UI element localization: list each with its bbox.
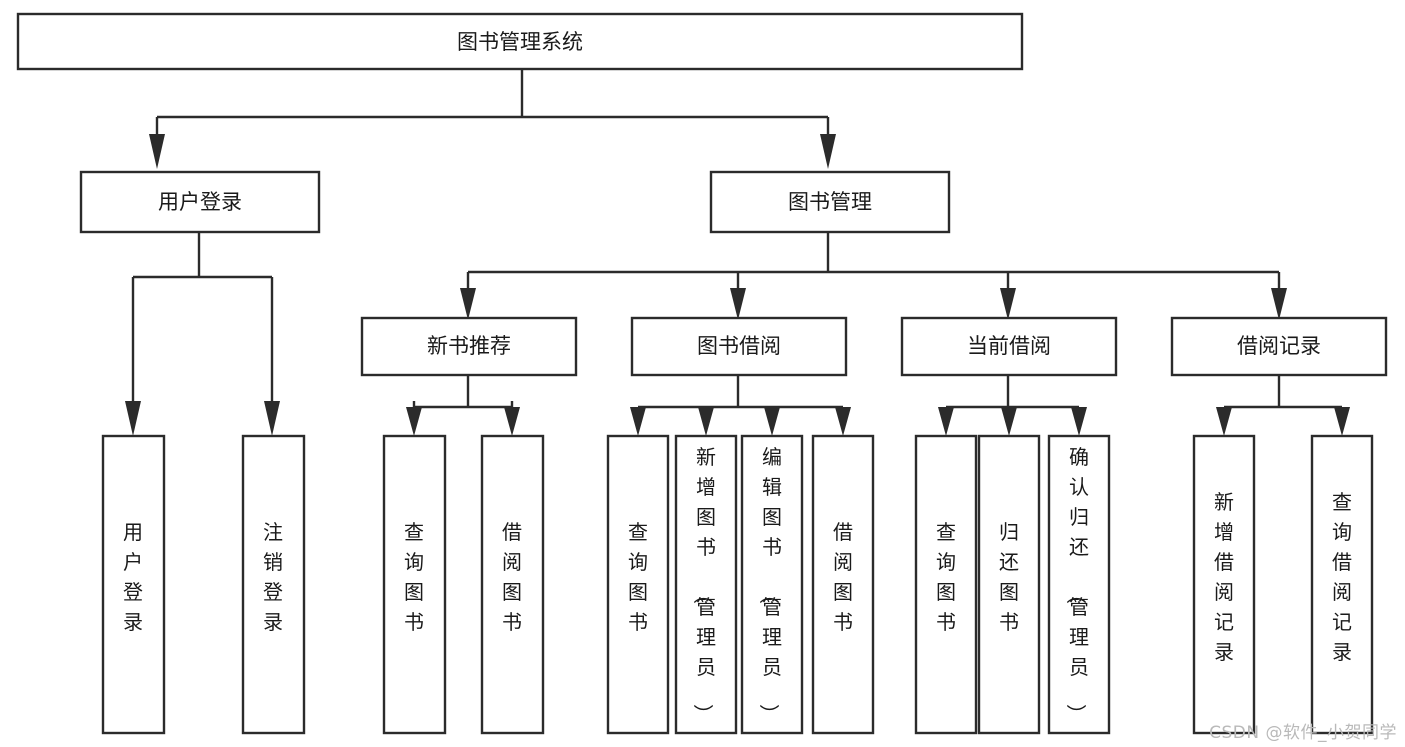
arrow-user-login-leaf-2 (264, 401, 280, 436)
arrow-newbook-leaf-2 (504, 407, 520, 436)
leaf-book-borrow-2-label: 新增图书（管理员） (691, 445, 716, 724)
node-borrow-record[interactable]: 借阅记录 (1170, 316, 1388, 377)
leaf-current-borrow-2-box[interactable] (977, 434, 1041, 735)
leaf-user-login-2-label: 注销登录 (263, 520, 283, 634)
leaf-current-borrow-3-label: 确认归还（管理员） (1064, 445, 1089, 724)
node-borrow-record-label: 借阅记录 (1237, 334, 1321, 358)
arrow-currentborrow-leaf-1 (938, 407, 954, 436)
leaf-book-borrow-1-box[interactable] (606, 434, 670, 735)
leaf-node[interactable]: 新增图书（管理员） (674, 434, 738, 735)
node-current-borrow-label: 当前借阅 (967, 334, 1051, 358)
arrow-bookborrow-leaf-3 (764, 407, 780, 436)
arrow-to-user-login (149, 134, 165, 169)
leaf-node[interactable]: 编辑图书（管理员） (740, 434, 804, 735)
leaf-node[interactable]: 查询图书 (382, 434, 447, 735)
node-user-login[interactable]: 用户登录 (79, 170, 321, 234)
leaf-book-borrow-1-label: 查询图书 (628, 520, 648, 634)
arrow-to-borrow-record (1271, 288, 1287, 320)
node-root-label: 图书管理系统 (457, 30, 583, 54)
node-root-system[interactable]: 图书管理系统 (16, 12, 1024, 71)
leaf-book-borrow-4-label: 借阅图书 (833, 520, 853, 634)
leaf-new-book-2-label: 借阅图书 (502, 520, 522, 634)
connectors-current-borrow-to-leaves (938, 375, 1087, 436)
leaf-current-borrow-1-box[interactable] (914, 434, 978, 735)
leaf-new-book-1-label: 查询图书 (404, 520, 424, 634)
arrow-currentborrow-leaf-3 (1071, 407, 1087, 436)
arrow-to-book-borrow (730, 288, 746, 320)
leaf-book-borrow-3-box[interactable] (740, 434, 804, 735)
node-user-login-label: 用户登录 (158, 190, 242, 214)
leaf-node[interactable]: 用户登录 (101, 434, 166, 735)
connectors-book-borrow-to-leaves (630, 375, 851, 436)
leaf-new-book-1-box[interactable] (382, 434, 447, 735)
arrow-to-current-borrow (1000, 288, 1016, 320)
leaf-current-borrow-2-label: 归还图书 (999, 520, 1019, 634)
leaf-book-borrow-2-box[interactable] (674, 434, 738, 735)
arrow-bookborrow-leaf-2 (698, 407, 714, 436)
node-root-box[interactable] (16, 12, 1024, 71)
node-current-borrow[interactable]: 当前借阅 (900, 316, 1118, 377)
connectors-new-book-to-leaves (406, 375, 520, 436)
leaf-node[interactable]: 借阅图书 (811, 434, 875, 735)
arrow-bookborrow-leaf-1 (630, 407, 646, 436)
node-book-manage-label: 图书管理 (788, 190, 872, 214)
arrow-newbook-leaf-1 (406, 407, 422, 436)
connectors-borrow-record-to-leaves (1216, 375, 1350, 436)
leaf-node[interactable]: 新增借阅记录 (1192, 434, 1256, 735)
leaf-node[interactable]: 归还图书 (977, 434, 1041, 735)
leaf-node[interactable]: 查询图书 (606, 434, 670, 735)
leaf-current-borrow-1-label: 查询图书 (936, 520, 956, 634)
node-book-borrow-box[interactable] (630, 316, 848, 377)
node-new-book-recommend-box[interactable] (360, 316, 578, 377)
connectors-root-to-level2 (149, 69, 836, 169)
leaf-user-login-2-box[interactable] (241, 434, 306, 735)
node-book-manage-box[interactable] (709, 170, 951, 234)
leaf-borrow-record-2-box[interactable] (1310, 434, 1374, 735)
leaf-user-login-1-box[interactable] (101, 434, 166, 735)
node-borrow-record-box[interactable] (1170, 316, 1388, 377)
leaf-node[interactable]: 注销登录 (241, 434, 306, 735)
arrow-to-book-manage (820, 134, 836, 169)
leaf-node[interactable]: 查询借阅记录 (1310, 434, 1374, 735)
leaf-current-borrow-3-box[interactable] (1047, 434, 1111, 735)
node-book-manage[interactable]: 图书管理 (709, 170, 951, 234)
node-new-book-recommend-label: 新书推荐 (427, 334, 511, 358)
leaf-node[interactable]: 查询图书 (914, 434, 978, 735)
leaf-book-borrow-4-box[interactable] (811, 434, 875, 735)
arrow-to-new-book (460, 288, 476, 320)
node-new-book-recommend[interactable]: 新书推荐 (360, 316, 578, 377)
leaf-borrow-record-2-label: 查询借阅记录 (1332, 490, 1352, 664)
arrow-borrowrecord-leaf-1 (1216, 407, 1232, 436)
node-book-borrow-label: 图书借阅 (697, 334, 781, 358)
leaf-new-book-2-box[interactable] (480, 434, 545, 735)
node-book-borrow[interactable]: 图书借阅 (630, 316, 848, 377)
leaf-borrow-record-1-label: 新增借阅记录 (1214, 490, 1234, 664)
arrow-currentborrow-leaf-2 (1001, 407, 1017, 436)
connectors-user-login-to-leaves (125, 232, 280, 436)
node-current-borrow-box[interactable] (900, 316, 1118, 377)
leaf-book-borrow-3-label: 编辑图书（管理员） (757, 445, 782, 724)
arrow-bookborrow-leaf-4 (835, 407, 851, 436)
arrow-user-login-leaf-1 (125, 401, 141, 436)
node-user-login-box[interactable] (79, 170, 321, 234)
leaf-user-login-1-label: 用户登录 (123, 520, 143, 634)
leaf-borrow-record-1-box[interactable] (1192, 434, 1256, 735)
arrow-borrowrecord-leaf-2 (1334, 407, 1350, 436)
leaf-node[interactable]: 确认归还（管理员） (1047, 434, 1111, 735)
leaf-node[interactable]: 借阅图书 (480, 434, 545, 735)
connectors-book-manage-to-level3 (460, 232, 1287, 320)
